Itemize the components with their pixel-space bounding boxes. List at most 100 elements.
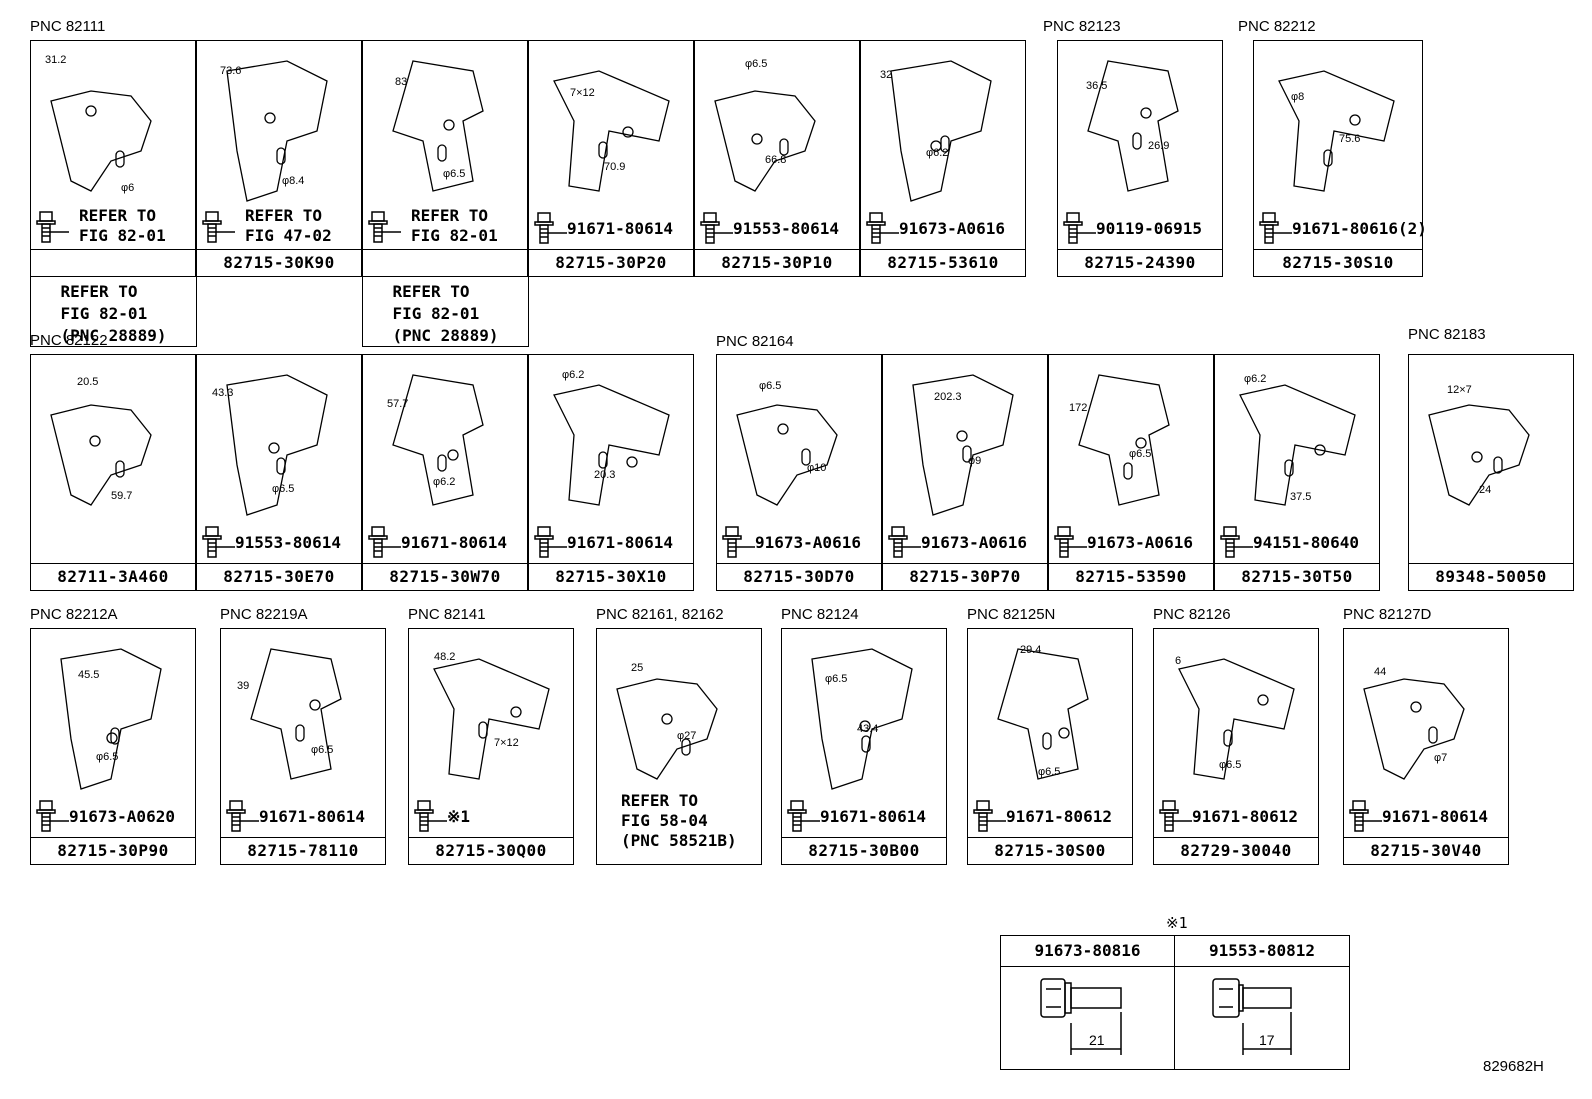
fastener-callout: 94151-80640 — [1219, 525, 1359, 559]
fastener-part-number: 91553-80614 — [235, 532, 341, 552]
dimension-label: 26.9 — [1148, 140, 1169, 152]
part-drawing: 45.5 φ6.5 — [60, 648, 162, 790]
part-number: 82715-53590 — [1049, 563, 1213, 590]
fastener-callout: 91671-80614 — [533, 525, 673, 559]
fastener-callout: 91671-80614 — [786, 799, 926, 833]
dimension-label: 7×12 — [494, 737, 519, 749]
part-drawing: 12×724 — [1428, 384, 1530, 506]
refer-to-text: REFER TO FIG 47-02 — [245, 206, 332, 245]
bolt-reference-table: ※1 91673-80816 21 91553-80812 — [1000, 914, 1350, 1070]
part-number: 82715-78110 — [221, 837, 385, 864]
refer-to-text: REFER TO FIG 82-01 — [79, 206, 166, 245]
fastener-part-number: 90119-06915 — [1096, 218, 1202, 238]
bolt-table-marker: ※1 — [1166, 914, 1188, 932]
dimension-label: φ6.5 — [96, 751, 118, 763]
bolt-icon — [1259, 212, 1292, 244]
part-drawing: φ6.543.4 — [811, 648, 913, 790]
fastener-callout: 91553-80614 — [699, 211, 839, 245]
part-number: 82729-30040 — [1154, 837, 1318, 864]
part-drawing: 31.2φ6 — [45, 54, 152, 194]
pnc-label: PNC 82111 — [30, 18, 106, 35]
fastener-callout: 90119-06915 — [1062, 211, 1202, 245]
bolt-icon — [36, 211, 69, 243]
part-number: 89348-50050 — [1409, 563, 1573, 590]
part-drawing: 6φ6.5 — [1175, 655, 1295, 780]
part-number: 82715-30E70 — [197, 563, 361, 590]
bolt-icon — [534, 212, 567, 244]
dimension-label: φ9 — [968, 455, 981, 467]
refer-note: REFER TO FIG 82-01 (PNC 28889) — [361, 276, 529, 347]
dimension-label: φ6.2 — [562, 369, 584, 381]
dimension-label: φ6.5 — [1129, 448, 1151, 460]
fastener-part-number: 91673-A0620 — [69, 806, 175, 826]
pnc-label: PNC 82141 — [408, 606, 486, 623]
dimension-label: φ6.2 — [433, 476, 455, 488]
dimension-label: 29.4 — [1020, 644, 1041, 656]
fastener-callout: 91671-80614 — [533, 211, 673, 245]
bolt-icon — [787, 800, 820, 832]
dimension-label: φ6.2 — [926, 147, 948, 159]
bolt-icon — [368, 526, 401, 558]
dimension-label: φ6.5 — [759, 380, 781, 392]
part-number: 82715-30B00 — [782, 837, 946, 864]
fastener-callout: ※1 — [413, 799, 470, 833]
refer-to-text: REFER TO FIG 58-04 (PNC 58521B) — [621, 791, 737, 850]
dimension-label: 37.5 — [1290, 491, 1311, 503]
fastener-part-number: 91671-80614 — [567, 218, 673, 238]
dimension-label: 57.7 — [387, 398, 408, 410]
dimension-label: 73.6 — [220, 65, 241, 77]
part-drawing: 48.27×12 — [433, 651, 550, 780]
bolt-icon — [1063, 212, 1096, 244]
bolt-part-1: 91673-80816 — [1001, 936, 1174, 967]
fastener-part-number: 91673-A0616 — [921, 532, 1027, 552]
fastener-callout: 91671-80614 — [1348, 799, 1488, 833]
dimension-label: φ6.5 — [311, 744, 333, 756]
pnc-label: PNC 82127D — [1343, 606, 1432, 623]
fastener-callout: 91673-A0616 — [721, 525, 861, 559]
dimension-label: 202.3 — [934, 391, 962, 403]
part-number: 82715-30X10 — [529, 563, 693, 590]
bolt-icon — [888, 526, 921, 558]
dimension-label: 36.5 — [1086, 80, 1107, 92]
part-drawing: φ6.220.3 — [553, 369, 670, 506]
bolt-icon — [1054, 526, 1087, 558]
dimension-label: 7×12 — [570, 87, 595, 99]
bolt-icon — [1220, 526, 1253, 558]
part-number: 82715-30V40 — [1344, 837, 1508, 864]
bolt-2-drawing: 17 — [1212, 978, 1292, 1055]
pnc-label: PNC 82212 — [1238, 18, 1316, 35]
bolt-icon — [866, 212, 899, 244]
pnc-label: PNC 82161, 82162 — [596, 606, 724, 623]
bolt-icon — [973, 800, 1006, 832]
dimension-label: φ27 — [677, 730, 696, 742]
part-number: 82715-30P20 — [529, 249, 693, 276]
bolt-icon — [202, 211, 235, 243]
dimension-label: φ6.5 — [443, 168, 465, 180]
part-number: 82711-3A460 — [31, 563, 195, 590]
fastener-part-number: 91673-A0616 — [899, 218, 1005, 238]
part-drawing: φ6.566.8 — [714, 58, 816, 192]
part-drawing: 29.4φ6.5 — [997, 644, 1089, 780]
dimension-label: 45.5 — [78, 669, 99, 681]
bolt-icon — [700, 212, 733, 244]
part-drawing: 57.7 φ6.2 — [387, 374, 484, 506]
part-drawing: 43.3φ6.5 — [212, 374, 328, 516]
dimension-label: φ6.5 — [272, 483, 294, 495]
